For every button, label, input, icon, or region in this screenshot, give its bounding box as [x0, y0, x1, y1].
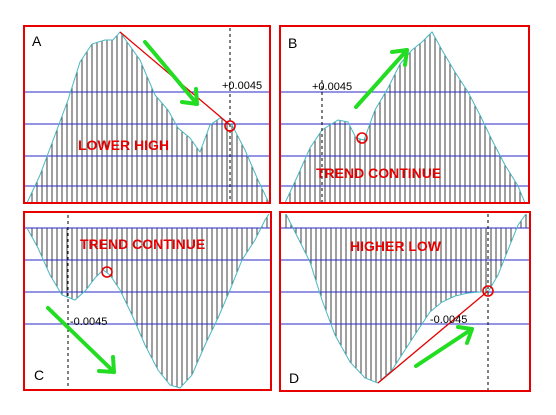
panel-d: D -0.0045 HIGHER LOW	[279, 211, 531, 392]
panel-c-frame	[23, 211, 272, 391]
panel-a-hatch	[31, 34, 268, 203]
panel-b-highlight-circle	[356, 132, 368, 144]
panel-a: A +0.0045 LOWER HIGH	[23, 25, 271, 204]
panel-d-caption: HIGHER LOW	[350, 238, 442, 254]
panel-a-price-curve	[26, 31, 270, 203]
panel-c-grid	[25, 227, 271, 325]
panel-c-highlight-circle	[101, 266, 113, 278]
panel-a-level-label: +0.0045	[222, 80, 262, 92]
panel-d-trend-line	[377, 290, 489, 384]
panel-d-highlight-circle	[482, 285, 494, 297]
panel-d-hatch	[285, 214, 527, 383]
panel-d-level-label: -0.0045	[430, 314, 467, 326]
panel-b-frame	[279, 25, 530, 204]
panel-d-letter: D	[289, 370, 299, 386]
panel-b: B +0.0045 TREND CONTINUE	[279, 25, 530, 204]
panel-a-highlight-circle	[224, 120, 236, 132]
panel-c-level-label: -0.0045	[70, 316, 107, 328]
panel-c-caption: TREND CONTINUE	[80, 236, 205, 252]
panel-b-hatch	[289, 34, 521, 203]
panel-a-frame	[23, 25, 271, 204]
panel-b-caption: TREND CONTINUE	[316, 165, 441, 181]
panel-d-price-curve	[285, 213, 527, 384]
panel-d-frame	[279, 211, 531, 392]
panel-b-letter: B	[288, 35, 297, 51]
panel-c-arrow	[46, 306, 116, 374]
panel-c: C -0.0045 TREND CONTINUE	[23, 211, 272, 391]
panel-b-level-label: +0.0045	[312, 81, 352, 93]
panel-a-caption: LOWER HIGH	[78, 137, 169, 153]
panel-c-hatch	[31, 217, 268, 388]
panel-a-arrow	[143, 40, 199, 106]
panel-c-price-curve	[26, 213, 270, 389]
panel-c-letter: C	[34, 367, 44, 383]
panel-a-grid	[25, 91, 270, 187]
panel-d-arrow	[414, 325, 474, 368]
panel-a-letter: A	[32, 33, 42, 49]
panel-b-arrow	[354, 48, 409, 109]
